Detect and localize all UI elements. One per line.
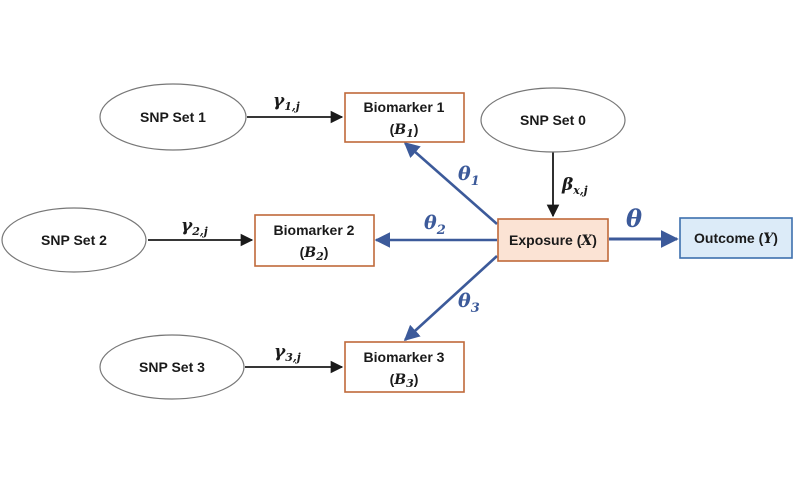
- arrow-exposure-to-biomarker3: [403, 255, 498, 342]
- outcome-label: Outcome (Y): [694, 230, 778, 247]
- snp-set-2-node: SNP Set 2: [1, 207, 147, 273]
- gamma-3-label: γ3,j: [274, 342, 301, 364]
- snp-set-1-label: SNP Set 1: [140, 109, 206, 125]
- theta-2-label: θ2: [424, 212, 446, 238]
- biomarker-1-title: Biomarker 1: [364, 99, 445, 115]
- biomarker-1-node: Biomarker 1 (B1): [344, 92, 465, 143]
- snp-set-3-node: SNP Set 3: [99, 334, 245, 400]
- theta-1-label: θ1: [458, 163, 480, 189]
- biomarker-2-title: Biomarker 2: [274, 222, 355, 238]
- biomarker-2-node: Biomarker 2 (B2): [254, 214, 375, 267]
- snp-set-0-label: SNP Set 0: [520, 112, 586, 128]
- beta-label: βx,j: [561, 175, 588, 197]
- exposure-label: Exposure (X): [509, 232, 597, 249]
- gamma-2-label: γ2,j: [181, 216, 208, 238]
- snp-set-2-label: SNP Set 2: [41, 232, 107, 248]
- snp-set-1-node: SNP Set 1: [99, 83, 247, 151]
- theta-3-label: θ3: [458, 290, 480, 316]
- biomarker-3-title: Biomarker 3: [364, 349, 445, 365]
- exposure-node: Exposure (X): [497, 218, 609, 262]
- outcome-node: Outcome (Y): [679, 217, 793, 259]
- gamma-1-label: γ1,j: [273, 91, 300, 113]
- snp-set-3-label: SNP Set 3: [139, 359, 205, 375]
- arrow-exposure-to-biomarker1: [403, 141, 498, 225]
- snp-set-0-node: SNP Set 0: [480, 87, 626, 153]
- theta-label: θ: [626, 204, 642, 233]
- biomarker-3-node: Biomarker 3 (B3): [344, 341, 465, 393]
